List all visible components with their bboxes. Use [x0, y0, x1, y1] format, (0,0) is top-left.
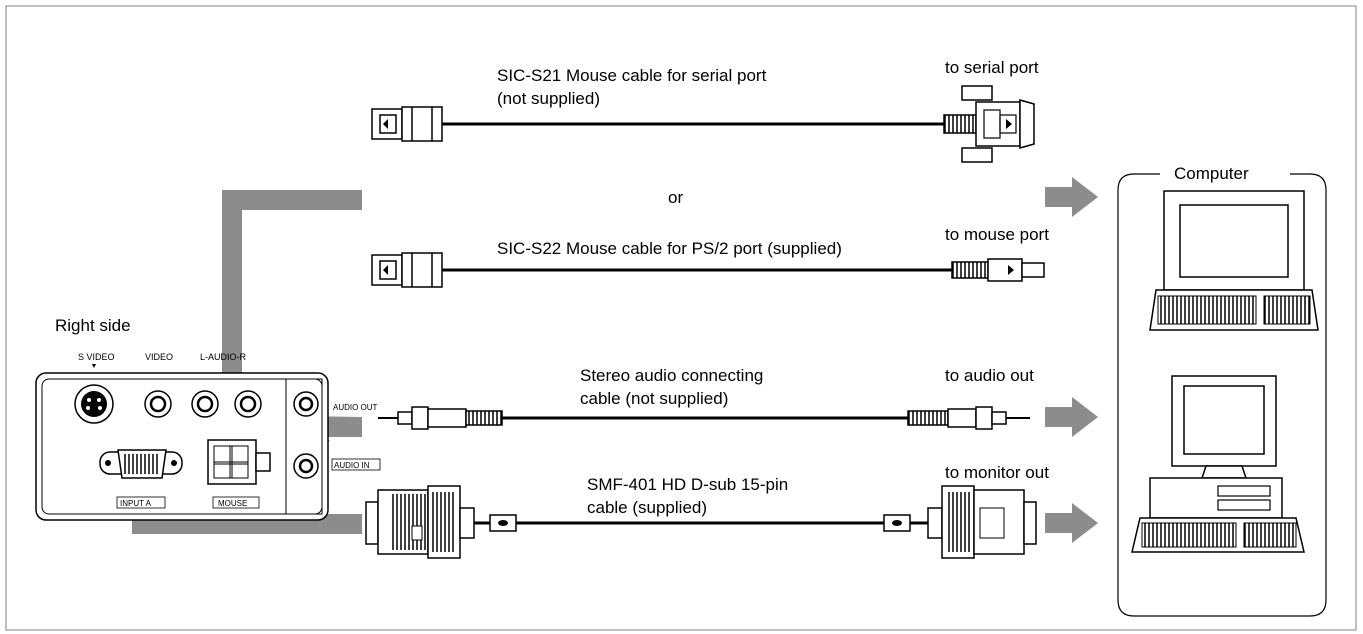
computer-bracket — [1117, 173, 1327, 617]
computer-label: Computer — [1174, 164, 1249, 183]
mouse-port-destination: to mouse port — [945, 225, 1049, 244]
audio-cable-name: Stereo audio connecting — [580, 366, 763, 385]
ps2-cable-name: SIC-S22 Mouse cable for PS/2 port (suppl… — [497, 239, 842, 258]
mouse-label: MOUSE — [218, 499, 247, 508]
ps2-port-connector — [987, 258, 1023, 282]
desktop-computer — [1131, 375, 1305, 553]
s-video-label: S VIDEO — [78, 352, 115, 362]
audio-out-destination: to audio out — [945, 366, 1034, 385]
arrow-to-laptop — [1045, 177, 1098, 217]
diagram-border — [5, 5, 1357, 631]
vga-cable-supply-note: cable (supplied) — [587, 498, 707, 517]
serial-cable-name: SIC-S21 Mouse cable for serial port — [497, 66, 767, 85]
panel-title: Right side — [55, 316, 131, 335]
audio-out-label: AUDIO OUT — [333, 403, 378, 412]
serial-mouse-cable — [371, 85, 1035, 163]
serial-port-destination: to serial port — [945, 58, 1039, 77]
or-label: or — [668, 188, 683, 207]
projector-panel — [35, 372, 329, 521]
arrow-monitor-out — [1045, 503, 1098, 543]
arrow-audio-out — [1045, 397, 1098, 437]
serial-port-connector — [975, 101, 1021, 147]
audio-cable — [378, 406, 1030, 430]
laptop-computer — [1149, 190, 1319, 331]
audio-in-label: AUDIO IN — [334, 461, 370, 470]
serial-cable-supply-note: (not supplied) — [497, 89, 600, 108]
monitor-out-destination: to monitor out — [945, 463, 1049, 482]
video-label: VIDEO — [145, 352, 173, 362]
audio-lr-label: L-AUDIO-R — [200, 352, 247, 362]
vga-cable-name: SMF-401 HD D-sub 15-pin — [587, 475, 788, 494]
vga-cable — [365, 485, 1037, 559]
input-a-label: INPUT A — [120, 499, 152, 508]
ps2-mouse-cable — [371, 252, 1045, 288]
audio-cable-supply-note: cable (not supplied) — [580, 389, 728, 408]
